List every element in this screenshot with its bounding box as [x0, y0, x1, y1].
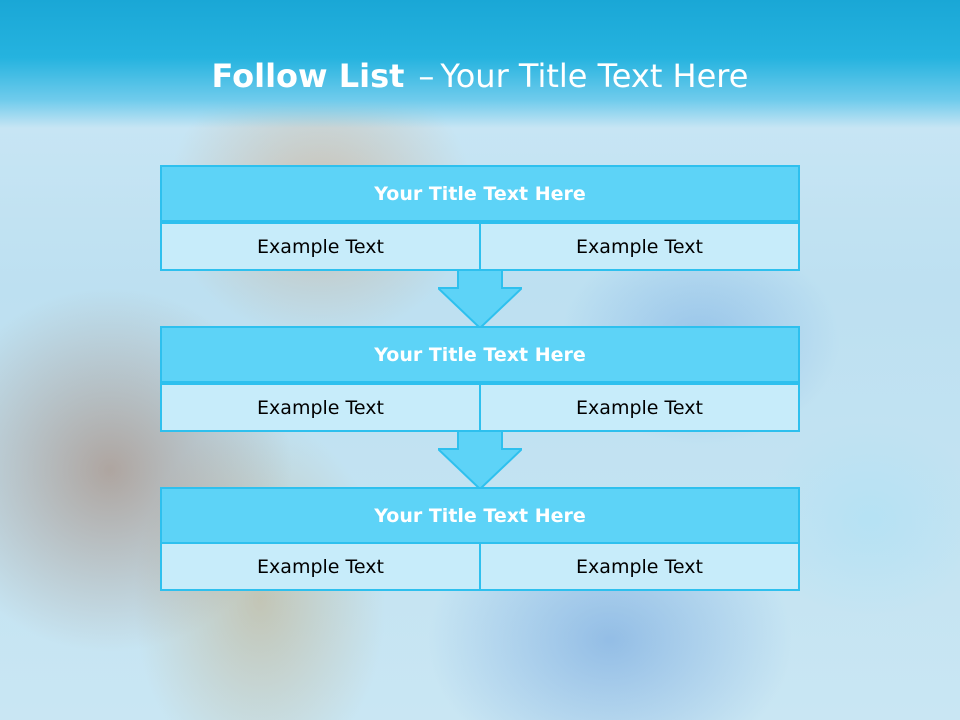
step-1-right-cell: Example Text — [481, 222, 800, 271]
down-arrow-icon — [438, 270, 522, 328]
slide-title-strong: Follow List — [211, 57, 405, 95]
step-3-left-cell: Example Text — [160, 542, 481, 591]
step-2-row: Example Text Example Text — [160, 383, 800, 432]
slide-title-dash: – — [418, 57, 435, 95]
step-1-title: Your Title Text Here — [160, 165, 800, 222]
slide-title: Follow List–Your Title Text Here — [0, 54, 960, 98]
step-2-title: Your Title Text Here — [160, 326, 800, 383]
step-1-row: Example Text Example Text — [160, 222, 800, 271]
header-band — [0, 0, 960, 128]
slide-title-rest: Your Title Text Here — [440, 57, 749, 95]
step-3-row: Example Text Example Text — [160, 542, 800, 591]
step-1-left-cell: Example Text — [160, 222, 481, 271]
step-3-title: Your Title Text Here — [160, 487, 800, 544]
step-2-right-cell: Example Text — [481, 383, 800, 432]
step-3-right-cell: Example Text — [481, 542, 800, 591]
step-2-left-cell: Example Text — [160, 383, 481, 432]
down-arrow-icon — [438, 431, 522, 489]
